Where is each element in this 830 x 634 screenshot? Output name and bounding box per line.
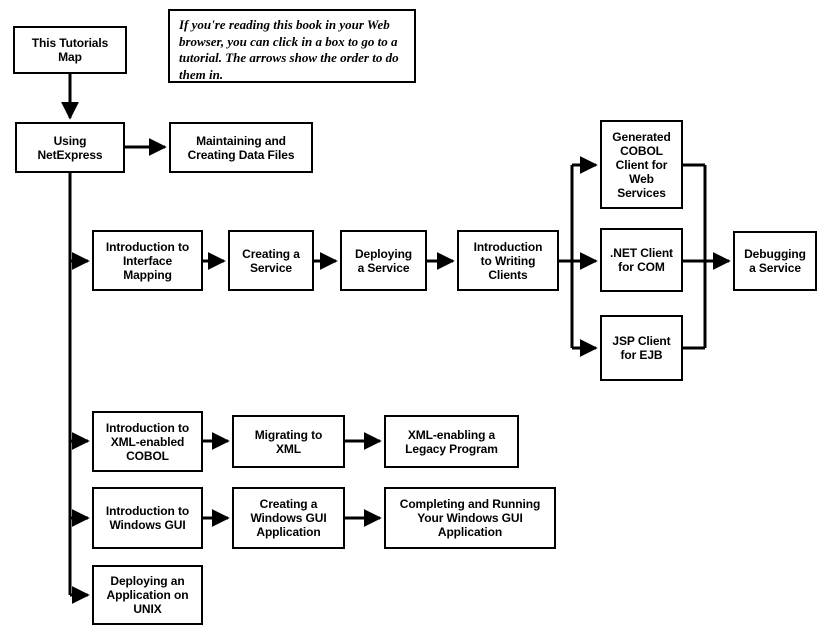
node-net-client-for-com[interactable]: .NET Client for COM xyxy=(600,228,683,292)
node-debugging-a-service[interactable]: Debugging a Service xyxy=(733,231,817,291)
node-using-netexpress[interactable]: Using NetExpress xyxy=(15,122,125,173)
node-completing-and-running-your-windows-gui-application[interactable]: Completing and Running Your Windows GUI … xyxy=(384,487,556,549)
node-creating-a-windows-gui-application[interactable]: Creating a Windows GUI Application xyxy=(232,487,345,549)
node-deploying-an-application-on-unix[interactable]: Deploying an Application on UNIX xyxy=(92,565,203,625)
node-this-tutorials-map[interactable]: This Tutorials Map xyxy=(13,26,127,74)
node-introduction-to-writing-clients[interactable]: Introduction to Writing Clients xyxy=(457,230,559,291)
node-migrating-to-xml[interactable]: Migrating to XML xyxy=(232,415,345,468)
node-introduction-to-interface-mapping[interactable]: Introduction to Interface Mapping xyxy=(92,230,203,291)
node-creating-a-service[interactable]: Creating a Service xyxy=(228,230,314,291)
node-generated-cobol-client-for-web-services[interactable]: Generated COBOL Client for Web Services xyxy=(600,120,683,209)
node-xml-enabling-a-legacy-program[interactable]: XML-enabling a Legacy Program xyxy=(384,415,519,468)
node-maintaining-creating-data-files[interactable]: Maintaining and Creating Data Files xyxy=(169,122,313,173)
node-jsp-client-for-ejb[interactable]: JSP Client for EJB xyxy=(600,315,683,381)
info-note: If you're reading this book in your Web … xyxy=(168,9,416,83)
client-merge-bus xyxy=(683,163,707,350)
node-deploying-a-service[interactable]: Deploying a Service xyxy=(340,230,427,291)
node-introduction-to-windows-gui[interactable]: Introduction to Windows GUI xyxy=(92,487,203,549)
node-introduction-to-xml-enabled-cobol[interactable]: Introduction to XML-enabled COBOL xyxy=(92,411,203,472)
client-branch-bus xyxy=(559,165,574,348)
